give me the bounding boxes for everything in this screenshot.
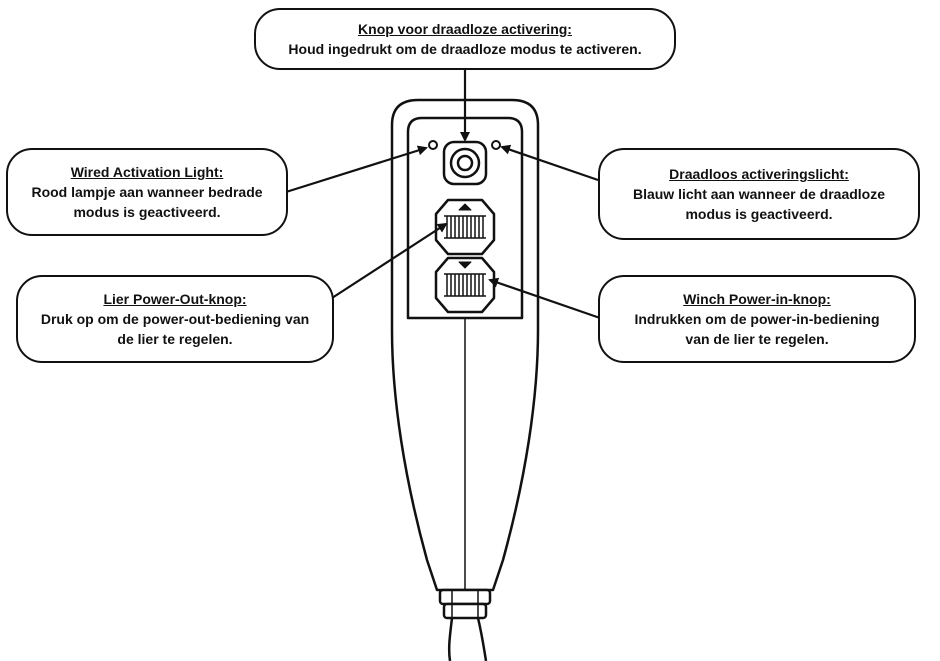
- callout-title: Knop voor draadloze activering:: [358, 21, 572, 37]
- wired-light-icon: [428, 140, 438, 150]
- callout-wired-activation-light: Wired Activation Light: Rood lampje aan …: [6, 148, 288, 236]
- cable: [447, 617, 488, 661]
- callout-power-in-button: Winch Power-in-knop: Indrukken om de pow…: [598, 275, 916, 363]
- callout-description: Rood lampje aan wanneer bedrade modus is…: [31, 184, 263, 220]
- callout-title: Wired Activation Light:: [70, 164, 224, 180]
- callout-description: Druk op om de power-out-bediening van de…: [40, 311, 310, 347]
- leader-wireless-light: [500, 144, 599, 182]
- wireless-light-icon: [491, 140, 501, 150]
- callout-wireless-activation-light: Draadloos activeringslicht: Blauw licht …: [598, 148, 920, 240]
- wireless-activation-button-icon: [442, 140, 488, 186]
- power-out-button-icon: [434, 198, 496, 256]
- remote-face-panel: [406, 116, 524, 320]
- callout-wireless-activation-button: Knop voor draadloze activering: Houd ing…: [254, 8, 676, 70]
- callout-power-out-button: Lier Power-Out-knop: Druk op om de power…: [16, 275, 334, 363]
- power-in-button-icon: [434, 256, 496, 314]
- callout-title: Lier Power-Out-knop:: [103, 291, 247, 307]
- callout-description: Houd ingedrukt om de draadloze modus te …: [288, 41, 642, 57]
- callout-description: Blauw licht aan wanneer de draadloze mod…: [632, 186, 886, 222]
- remote-control: [390, 98, 540, 661]
- callout-description: Indrukken om de power-in-bediening van d…: [634, 311, 880, 347]
- leader-lines: [285, 70, 601, 320]
- leader-wired-light: [285, 145, 428, 194]
- callout-title: Draadloos activeringslicht:: [669, 166, 849, 182]
- leader-power-in: [488, 277, 601, 320]
- callout-title: Winch Power-in-knop:: [683, 291, 831, 307]
- leader-power-out: [331, 222, 448, 299]
- cable-strain-relief: [438, 588, 492, 620]
